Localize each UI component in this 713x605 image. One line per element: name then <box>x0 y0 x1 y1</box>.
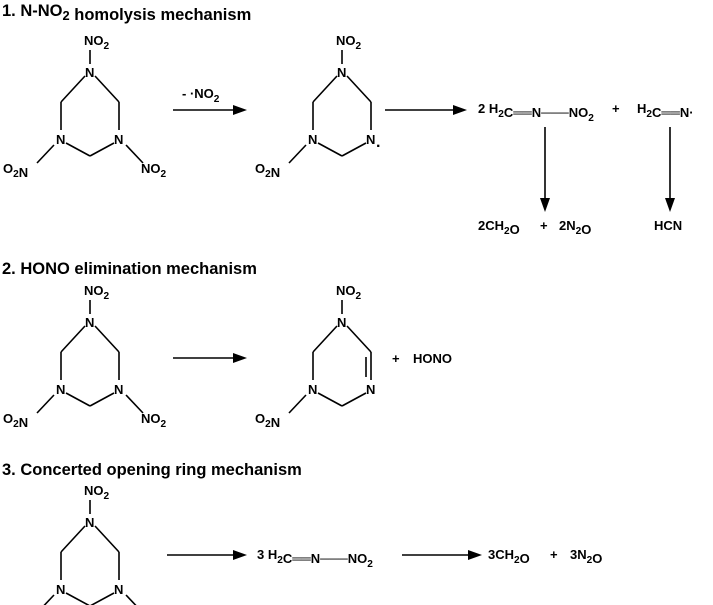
arrow-head <box>453 105 467 115</box>
reaction-arrow <box>402 550 482 560</box>
n-no2-bond <box>36 394 55 414</box>
nitro-group-label: NO2 <box>336 33 362 52</box>
ring-bond <box>341 392 367 407</box>
reaction-arrow <box>173 353 247 363</box>
nitrogen-atom: N <box>56 582 65 597</box>
ring-bond <box>317 392 343 407</box>
ring-bond <box>65 592 90 605</box>
formaldehyde-product: 2CH2O <box>478 218 520 237</box>
ring-bond <box>94 75 120 103</box>
decomposition-arrow <box>665 127 675 212</box>
ring-bond <box>346 325 372 353</box>
nitro-group-label: NO2 <box>336 283 362 302</box>
nitrogen-atom: N <box>114 582 123 597</box>
mechanism-3-title: 3. Concerted opening ring mechanism <box>2 461 302 479</box>
ring-bond <box>60 75 86 103</box>
nitro-group-label: NO2 <box>141 411 167 430</box>
plus-sign: + <box>612 101 620 116</box>
arrow-head <box>468 550 482 560</box>
ring-bond <box>312 325 338 353</box>
nitrogen-atom: N <box>85 65 94 80</box>
nitrogen-atom: N <box>366 132 375 147</box>
hono-product: HONO <box>413 351 452 366</box>
n-no2-bond <box>36 144 55 164</box>
methyleneamino-radical-product: H2C══N· <box>637 101 694 120</box>
nitro-group-label: O2N <box>3 411 28 430</box>
ring-bond <box>65 142 91 157</box>
nitro-group-label: NO2 <box>84 283 110 302</box>
nitro-group-label: O2N <box>255 411 280 430</box>
radical-dot: · <box>376 138 381 155</box>
nitrogen-atom: N <box>366 382 375 397</box>
mechanism-2-title: 2. HONO elimination mechanism <box>2 260 257 278</box>
mechanism-1-title: 1. N-NO2 homolysis mechanism <box>2 2 251 24</box>
ring-bond <box>65 392 91 407</box>
nitrous-oxide-product: 2N2O <box>559 218 591 237</box>
plus-sign: + <box>540 218 548 233</box>
ring-bond <box>317 142 343 157</box>
ring-bond <box>346 75 372 103</box>
ring-bond <box>89 142 115 157</box>
arrow-head <box>233 550 247 560</box>
n-no2-bond <box>125 594 137 605</box>
ring-bond <box>60 325 86 353</box>
ring-bond <box>60 525 86 553</box>
nitrogen-atom: N <box>114 132 123 147</box>
n-no2-bond <box>125 394 144 414</box>
ring-bond <box>341 142 367 157</box>
arrow-head <box>233 105 247 115</box>
nitro-group-label: NO2 <box>84 483 110 502</box>
nitro-group-label: O2N <box>3 161 28 180</box>
nitrous-oxide-product: 3N2O <box>570 547 602 566</box>
nitrogen-atom: N <box>308 132 317 147</box>
reaction-arrow <box>385 105 467 115</box>
nitro-group-label: O2N <box>255 161 280 180</box>
reaction-arrow <box>173 105 247 115</box>
nitro-group-label: NO2 <box>84 33 110 52</box>
decomposition-arrow <box>540 127 550 212</box>
n-no2-bond <box>125 144 144 164</box>
hcn-product: HCN <box>654 218 682 233</box>
n-no2-bond <box>43 594 55 605</box>
nitrogen-atom: N <box>85 515 94 530</box>
n-no2-bond <box>288 394 307 414</box>
arrow-head <box>665 198 675 212</box>
plus-sign: + <box>392 351 400 366</box>
nitrogen-atom: N <box>337 65 346 80</box>
nitrogen-atom: N <box>56 132 65 147</box>
ring-bond <box>89 392 115 407</box>
ring-bond <box>312 75 338 103</box>
arrow-head <box>233 353 247 363</box>
nitrogen-atom: N <box>85 315 94 330</box>
methylenenitramine-intermediate: 3 H2C══N───NO2 <box>257 547 373 570</box>
nitrogen-atom: N <box>56 382 65 397</box>
nitro-group-label: NO2 <box>141 161 167 180</box>
ring-bond <box>94 325 120 353</box>
reaction-arrow <box>167 550 247 560</box>
nitrogen-atom: N <box>308 382 317 397</box>
plus-sign: + <box>550 547 558 562</box>
ring-bond <box>90 592 115 605</box>
nitrogen-atom: N <box>114 382 123 397</box>
eliminated-no2-label: - ·NO2 <box>182 86 220 105</box>
formaldehyde-product: 3CH2O <box>488 547 530 566</box>
methylenenitramine-product: 2 H2C══N───NO2 <box>478 101 594 124</box>
n-no2-bond <box>288 144 307 164</box>
ring-bond <box>94 525 120 553</box>
arrow-head <box>540 198 550 212</box>
nitrogen-atom: N <box>337 315 346 330</box>
